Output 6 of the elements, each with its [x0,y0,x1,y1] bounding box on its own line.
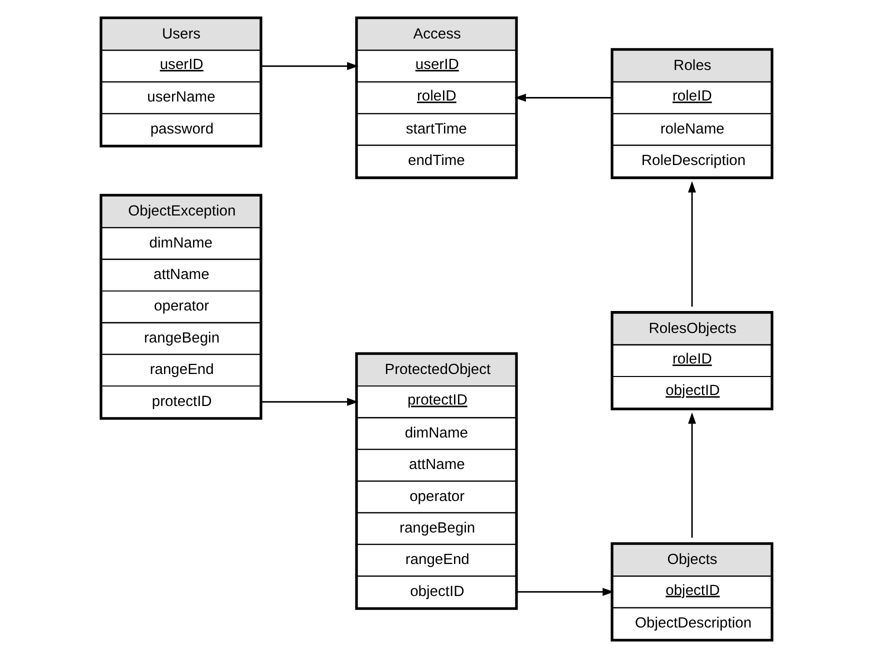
arrow [516,588,614,596]
arrow [688,412,696,538]
arrow [260,398,358,406]
arrow [688,181,696,307]
arrow [260,62,358,70]
arrow [514,94,612,102]
